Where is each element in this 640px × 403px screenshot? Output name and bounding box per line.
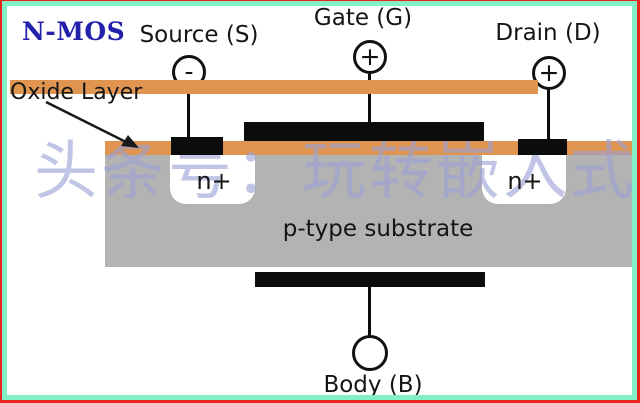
body-electrode bbox=[255, 272, 485, 287]
gate-label: Gate (G) bbox=[313, 5, 413, 31]
oxide-layer-label: Oxide Layer bbox=[10, 80, 538, 105]
drain-label: Drain (D) bbox=[495, 20, 601, 46]
body-terminal-icon bbox=[352, 335, 388, 371]
drain-polarity-symbol: + bbox=[538, 57, 560, 87]
source-region-label: n+ bbox=[196, 167, 232, 195]
source-lead-line bbox=[187, 88, 190, 138]
body-label: Body (B) bbox=[323, 372, 423, 398]
drain-region-label: n+ bbox=[507, 167, 543, 195]
source-n-plus-well bbox=[170, 155, 255, 204]
gate-polarity-symbol: + bbox=[359, 41, 381, 71]
drain-lead-line bbox=[547, 89, 550, 140]
gate-terminal-icon: + bbox=[353, 40, 387, 74]
source-polarity-symbol: - bbox=[184, 56, 194, 86]
drain-contact bbox=[518, 139, 567, 155]
body-lead-line bbox=[368, 286, 371, 338]
gate-electrode bbox=[244, 122, 484, 141]
drain-n-plus-well bbox=[482, 155, 566, 204]
source-label: Source (S) bbox=[139, 22, 259, 48]
oxide-layer-strip bbox=[105, 141, 633, 155]
source-contact bbox=[171, 137, 223, 155]
gate-lead-line bbox=[368, 73, 371, 123]
diagram-title: N-MOS bbox=[22, 17, 126, 46]
drain-terminal-icon: + bbox=[532, 56, 566, 90]
substrate-label: p-type substrate bbox=[282, 216, 474, 242]
